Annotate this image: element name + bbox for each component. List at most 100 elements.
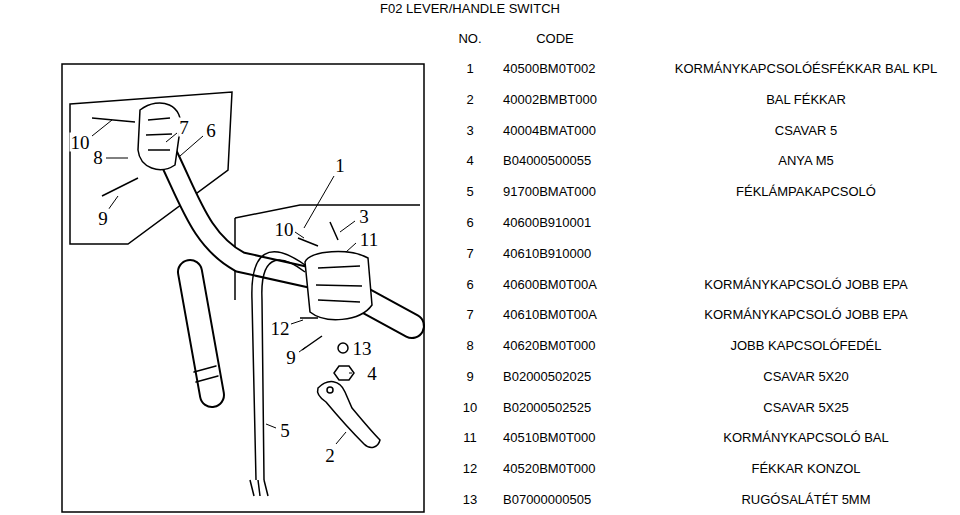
callout-number: 9: [97, 209, 109, 228]
table-cell: 40510BM0T000: [503, 431, 596, 444]
table-cell: 40002BMBT000: [503, 92, 597, 105]
housing-detail: [146, 118, 172, 150]
table-cell: 5: [466, 185, 473, 198]
callout-number: 9: [285, 348, 297, 367]
grip: [190, 272, 212, 395]
wire: [262, 260, 305, 480]
callout-number: 4: [366, 364, 378, 383]
callout-number: 10: [70, 133, 91, 152]
table-cell: KORMÁNYKAPCSOLÓÉSFÉKKAR BAL KPL: [675, 62, 938, 75]
leader-line: [266, 424, 276, 428]
housing: [138, 103, 181, 170]
table-header: CODE: [536, 32, 574, 45]
table-cell: 1: [466, 62, 473, 75]
table-cell: 40600BM0T00A: [503, 277, 597, 290]
table-cell: CSAVAR 5X20: [763, 369, 849, 382]
callout-number: 7: [178, 118, 190, 137]
callout-number: 8: [92, 148, 104, 167]
leader-line: [291, 320, 303, 324]
leader-line: [108, 196, 118, 210]
lever: [317, 382, 380, 448]
nut: [334, 366, 354, 380]
callout-number: 10: [274, 220, 295, 239]
table-cell: FÉKLÁMPAKAPCSOLÓ: [736, 185, 876, 198]
table-cell: KORMÁNYKAPCSOLÓ JOBB EPA: [704, 277, 907, 290]
table-cell: 12: [463, 462, 477, 475]
table-cell: CSAVAR 5X25: [763, 400, 849, 413]
leader-line: [304, 176, 334, 228]
table-cell: B02000502025: [503, 369, 591, 382]
table-cell: 40620BM0T000: [503, 339, 596, 352]
cable: [250, 252, 305, 496]
callout-number: 2: [324, 446, 336, 465]
leader-line: [106, 158, 128, 159]
table-cell: CSAVAR 5: [775, 123, 837, 136]
table-cell: 91700BMAT000: [503, 185, 596, 198]
callout-number: 6: [205, 121, 217, 140]
table-cell: 6: [466, 277, 473, 290]
table-cell: 10: [463, 400, 477, 413]
leader-line: [336, 432, 346, 444]
table-cell: KORMÁNYKAPCSOLÓ BAL: [723, 431, 888, 444]
table-cell: 7: [466, 246, 473, 259]
housing-detail: [316, 266, 362, 302]
callout-number: 1: [334, 156, 346, 175]
inset-frame: [235, 205, 420, 218]
table-cell: 3: [466, 123, 473, 136]
outer-frame: [62, 64, 424, 512]
title: F02 LEVER/HANDLE SWITCH: [380, 2, 560, 15]
table-cell: 4: [466, 154, 473, 167]
table-cell: BAL FÉKKAR: [766, 92, 846, 105]
screw: [92, 118, 138, 196]
callout-number: 12: [270, 319, 291, 338]
table-cell: 6: [466, 215, 473, 228]
screw: [298, 222, 338, 350]
callout-number: 5: [279, 421, 291, 440]
table-cell: 2: [466, 92, 473, 105]
leader-line: [349, 373, 352, 374]
connector-pins: [250, 480, 268, 496]
table-cell: RUGÓSALÁTÉT 5MM: [741, 493, 870, 506]
table-cell: ANYA M5: [778, 154, 833, 167]
table-cell: 13: [463, 493, 477, 506]
left-switch: [92, 103, 181, 196]
handlebar: [165, 150, 412, 395]
grip: [190, 272, 212, 395]
table-cell: 11: [463, 431, 477, 444]
table-cell: FÉKKAR KONZOL: [751, 462, 860, 475]
table-cell: 7: [466, 308, 473, 321]
housing: [305, 252, 372, 320]
wire: [252, 252, 305, 480]
table-cell: 40610BM0T00A: [503, 308, 597, 321]
callout-number: 3: [358, 207, 370, 226]
table-cell: JOBB KAPCSOLÓFEDÉL: [731, 339, 882, 352]
leader-line: [340, 221, 355, 232]
leader-line: [92, 120, 112, 136]
table-cell: 8: [466, 339, 473, 352]
table-cell: 40520BM0T000: [503, 462, 596, 475]
pivot: [327, 387, 333, 393]
leader-line: [299, 347, 306, 352]
callout-number: 13: [352, 339, 373, 358]
grip-ring: [194, 366, 218, 382]
frame: [62, 64, 424, 512]
table-cell: 40600B910001: [503, 215, 591, 228]
leader-line: [166, 133, 177, 142]
table-cell: B04000500055: [503, 154, 591, 167]
leader-line: [180, 136, 203, 156]
leader-line: [295, 232, 304, 238]
leader-line: [346, 243, 356, 252]
table-cell: 40610B910000: [503, 246, 591, 259]
table-cell: KORMÁNYKAPCSOLÓ JOBB EPA: [704, 308, 907, 321]
washer: [338, 343, 348, 353]
table-cell: 40500BM0T002: [503, 62, 596, 75]
table-cell: 9: [466, 369, 473, 382]
table-cell: B07000000505: [503, 493, 591, 506]
callout-number: 11: [359, 230, 379, 249]
table-cell: 40004BMAT000: [503, 123, 596, 136]
table-header: NO.: [458, 32, 481, 45]
table-cell: B02000502525: [503, 400, 591, 413]
leader-lines: [92, 120, 356, 444]
brake-lever: [317, 382, 380, 448]
